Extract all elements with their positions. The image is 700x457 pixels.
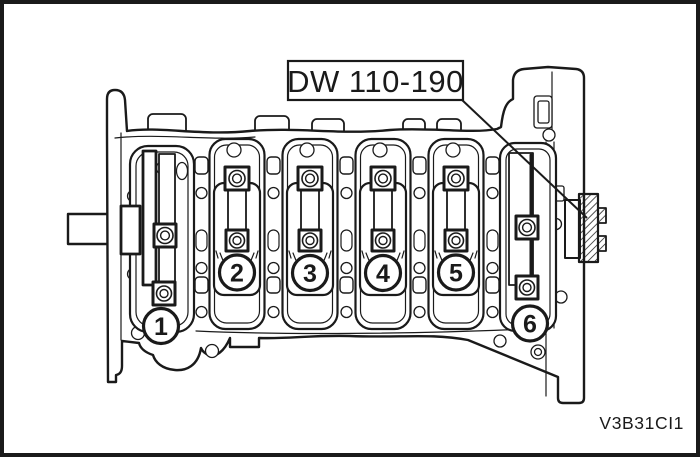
bearing-number-label: 4 [376, 260, 390, 288]
main-bearing-cap-6 [508, 152, 540, 301]
callout-label: DW 110-190 [287, 64, 464, 99]
bearing-number-badge-1: 1 [141, 306, 181, 346]
bearing-number-label: 2 [230, 260, 244, 288]
bearing-number-label: 5 [449, 260, 463, 288]
callout-target-part [564, 192, 607, 264]
bearing-number-label: 1 [154, 313, 168, 341]
crankshaft-hub [119, 204, 142, 256]
figure-reference-code: V3B31CI1 [599, 413, 684, 433]
main-bearing-cap-1 [141, 149, 189, 307]
bearing-number-badge-3: 3 [290, 253, 330, 293]
bearing-number-badge-2: 2 [217, 253, 257, 292]
callout-label-box: DW 110-190 [286, 59, 465, 102]
bearing-number-badge-5: 5 [436, 253, 476, 292]
bearing-number-badges: 1 2 3 4 5 6 [141, 253, 550, 346]
bearing-number-badge-6: 6 [510, 304, 550, 343]
bearing-number-badge-4: 4 [363, 253, 403, 293]
callout-leader-line [460, 98, 588, 219]
bearing-number-label: 6 [523, 311, 537, 339]
bearing-number-label: 3 [303, 260, 317, 288]
